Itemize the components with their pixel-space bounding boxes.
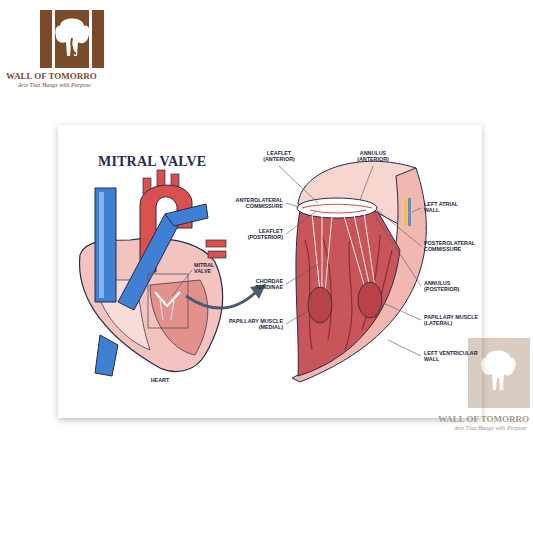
leader-line [279,166,318,203]
inferior-vena-cava [95,335,118,376]
part-label: LEFT VENTRICULAR WALL [424,350,482,363]
part-label: CHORDAE TENDINAE [238,278,283,291]
ventricle-cavity [296,210,400,376]
pulmonary-vein [206,240,226,247]
valve-detail [292,161,426,382]
valve-leaflets [302,204,372,213]
leader-line [377,210,421,246]
vessel-highlight [99,192,104,298]
atrial-wall-layer [404,198,407,226]
heart-label: HEART [140,377,180,383]
brand-logo [40,10,104,68]
poster-title: MITRAL VALVE [98,154,206,170]
logo-trunk [71,38,76,54]
logo-bar [52,10,55,68]
zoom-arrow [186,292,256,308]
watermark-logo [468,338,530,408]
part-label: LEAFLET (ANTERIOR) [258,150,300,163]
ventricular-wall [292,168,426,382]
part-label: POSTEROLATERAL COMMISSURE [424,240,482,253]
watermark-elephant [481,351,515,391]
logo-plate [40,10,104,68]
watermark-tagline: Arts That Hangs with Purpose [454,425,527,432]
chordae-tendinae [312,213,375,292]
pulmonary-trunk [118,214,180,310]
brand-tagline: Arts That Hangs with Purpose [18,82,91,89]
leader-line [286,212,315,234]
watermark-plate [468,338,530,408]
leader-line [360,166,373,200]
leader-line [381,302,421,320]
left-ventricle [150,280,208,355]
leader-line [412,208,421,212]
logo-bar [89,10,92,68]
mitral-valve-small [155,292,180,306]
leader-line [374,214,421,286]
part-label: ANTEROLATERAL COMMISSURE [227,197,283,210]
part-label: MITRAL VALVE [194,262,224,275]
part-label: PAPILLARY MUSCLE (LATERAL) [424,314,482,327]
part-label: LEFT ATRIAL WALL [424,201,470,214]
leader-line [286,262,322,284]
logo-elephant [55,19,89,57]
superior-vena-cava [95,188,116,302]
leader-line [388,340,421,356]
leader-lines [172,166,421,356]
leader-line [286,203,299,207]
leader-line [286,310,310,324]
papillary-muscle-lateral [358,282,382,318]
part-label: PAPILLARY MUSCLE (MEDIAL) [226,318,283,331]
part-label: ANNULUS (POSTERIOR) [424,280,470,293]
part-label: LEAFLET (POSTERIOR) [227,228,283,241]
poster-panel [58,125,482,418]
brand-name: WALL OF TOMORRO [6,71,97,81]
mitral-annulus [297,198,377,218]
leader-line [172,270,192,296]
chordae-small [160,300,174,320]
pulmonary-artery [165,204,208,226]
atrial-wall-layer [408,198,411,226]
part-label: ANNULUS (ANTERIOR) [352,150,394,163]
pulmonary-vein [208,251,226,258]
watermark-name: WALL OF TOMORRO [438,414,529,424]
aortic-branch [157,170,165,186]
papillary-muscle-medial [308,287,332,323]
zoom-box [148,274,188,328]
muscle-texture [305,235,392,350]
